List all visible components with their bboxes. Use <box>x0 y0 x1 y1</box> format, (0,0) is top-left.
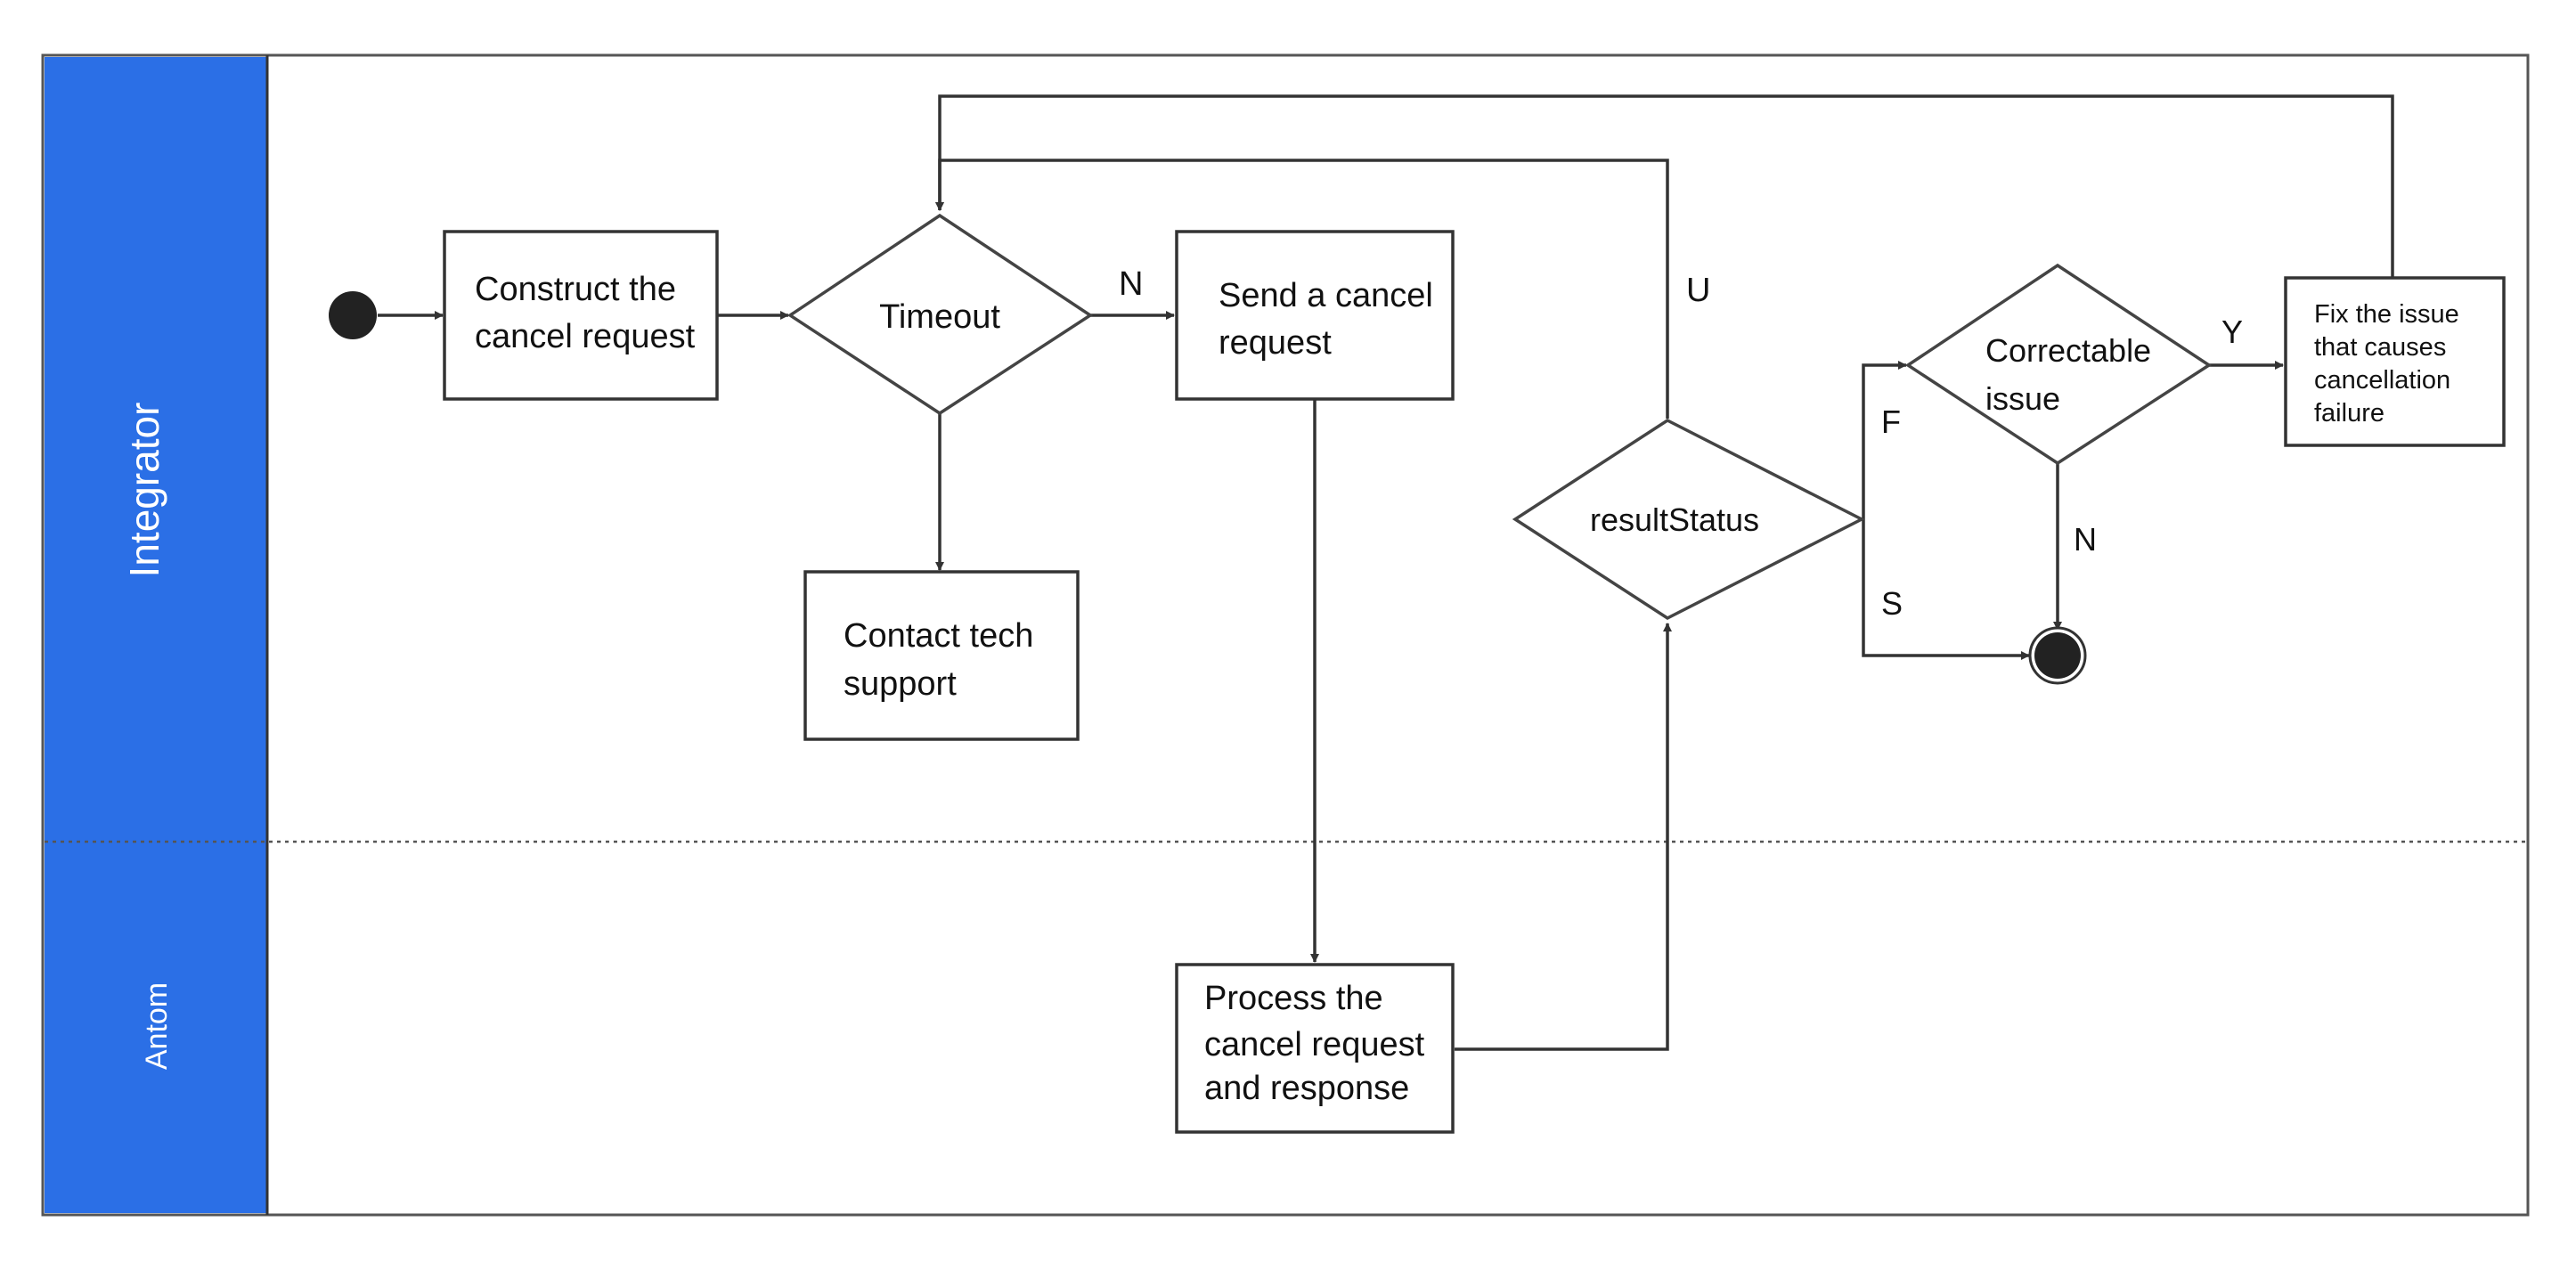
timeout-label: Timeout <box>879 298 1000 336</box>
edge-label-correctable-yes: Y <box>2221 314 2243 350</box>
process-request-box <box>1175 963 1455 1134</box>
edge-fix-to-timeout <box>935 94 2394 278</box>
send-cancel-label: Send a cancel request <box>1219 277 1442 362</box>
send-cancel-box <box>1175 230 1455 401</box>
result-status-label: resultStatus <box>1590 501 1759 538</box>
contact-support-label: Contact tech support <box>844 617 1043 703</box>
process-request-label: Process the cancel request and response <box>1204 980 1434 1107</box>
lane-label-integrator: Integrator <box>121 403 167 578</box>
edge-label-status-f: F <box>1881 403 1901 440</box>
result-status-decision <box>1512 418 1865 621</box>
edge-process-to-status <box>1455 623 1672 1051</box>
fix-issue-box <box>2284 276 2506 447</box>
contact-support-box <box>803 570 1080 741</box>
edge-label-status-u: U <box>1686 272 1710 309</box>
edge-status-s-to-end <box>1862 519 2030 660</box>
edge-label-timeout-no: N <box>1119 265 1143 303</box>
edge-label-correctable-no: N <box>2074 521 2097 558</box>
lane-header-antom <box>45 842 267 1213</box>
construct-request-label: Construct the cancel request <box>475 271 696 355</box>
lane-label-antom: Antom <box>140 982 174 1070</box>
fix-issue-label: Fix the issue that causes cancellation f… <box>2314 300 2466 428</box>
edge-status-f-to-correctable <box>1862 361 1907 519</box>
lane-header-integrator <box>45 57 267 842</box>
end-node <box>2034 632 2081 679</box>
construct-request-box <box>443 230 719 401</box>
correctable-issue-decision <box>1904 263 2213 466</box>
edge-label-status-s: S <box>1881 585 1903 622</box>
start-node <box>329 291 377 339</box>
correctable-issue-label: Correctable issue <box>1985 332 2160 417</box>
timeout-decision <box>787 213 1094 416</box>
